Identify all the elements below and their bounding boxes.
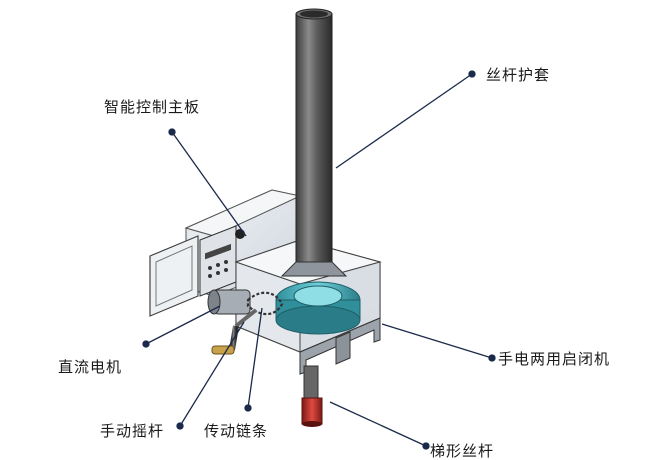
label-hand-crank: 手动摇杆 xyxy=(100,422,165,440)
mounting-bracket xyxy=(299,317,381,375)
hoist-gearbox xyxy=(275,281,361,335)
leader-trapezoidal-screw xyxy=(329,401,427,447)
leader-screw-sleeve xyxy=(335,73,473,169)
label-trapezoidal-screw: 梯形丝杆 xyxy=(430,442,495,460)
dc-motor xyxy=(207,289,251,315)
leader-drive-chain xyxy=(247,307,263,409)
trapezoidal-screw xyxy=(301,365,323,427)
label-hand-electric-hoist: 手电两用启闭机 xyxy=(498,350,611,368)
screw-sleeve-tube xyxy=(280,8,348,277)
leader-hoist xyxy=(381,323,493,359)
leader-hand-crank xyxy=(179,321,245,427)
label-control-board: 智能控制主板 xyxy=(104,98,201,116)
leader-dc-motor xyxy=(145,305,221,345)
leader-control-board xyxy=(171,131,247,237)
label-dc-motor: 直流电机 xyxy=(58,358,123,376)
label-screw-sleeve: 丝杆护套 xyxy=(486,66,551,84)
leader-lines xyxy=(142,70,496,450)
control-box-door xyxy=(149,235,199,317)
label-drive-chain: 传动链条 xyxy=(204,422,269,440)
